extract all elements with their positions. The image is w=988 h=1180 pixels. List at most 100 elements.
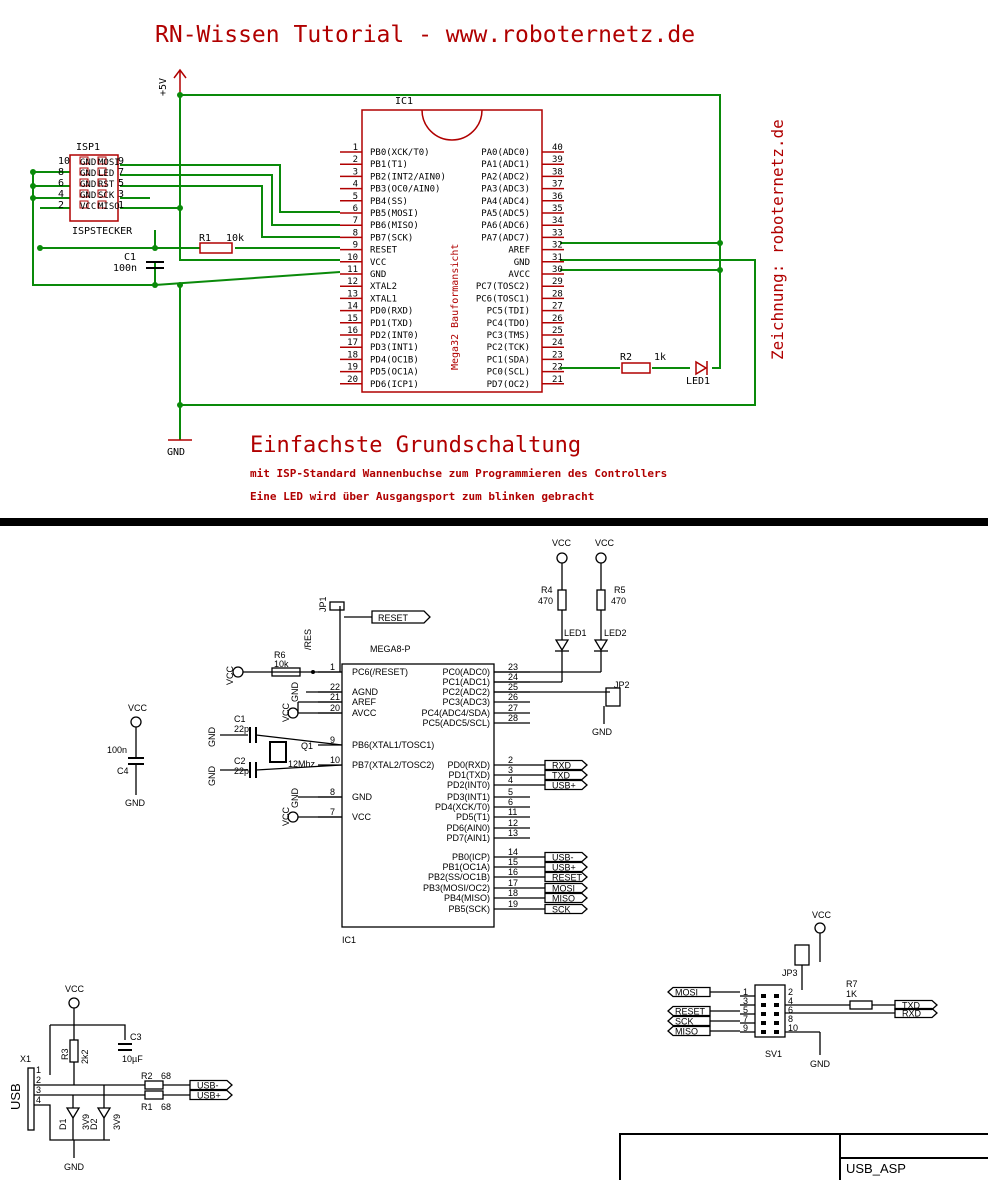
gnd-pin8: GND — [290, 788, 300, 809]
jp3-vcc: VCC — [812, 910, 832, 920]
sv1-pin-number: 3 — [743, 996, 748, 1006]
isp-pin-number: 3 — [118, 189, 124, 200]
ic1-pin-number: 13 — [347, 289, 358, 299]
isp-pin-number: 1 — [118, 200, 124, 211]
ic1-pin-name: AREF — [508, 246, 530, 256]
gnd-agnd: GND — [290, 682, 300, 703]
ic1-pin-number: 38 — [552, 167, 563, 177]
gnd-c1: GND — [207, 727, 217, 748]
net-flag: USB- — [552, 853, 574, 863]
r7-resistor — [849, 1000, 873, 1010]
c1-value: 22p — [234, 724, 249, 734]
mega8-pin-number: 18 — [508, 888, 518, 898]
r6-resistor — [271, 667, 301, 677]
ic1-pin-name: PC7(TOSC2) — [476, 282, 530, 292]
ic1-pin-name: RESET — [370, 246, 398, 256]
c4-gnd: GND — [125, 798, 146, 808]
isp-pin-number: 10 — [58, 156, 70, 167]
isp-pin-number: 4 — [58, 189, 64, 200]
ic1-pin-name: PB2(INT2/AIN0) — [370, 172, 446, 182]
x1-pin-number: 2 — [36, 1075, 41, 1085]
ic1-pin-number: 40 — [552, 143, 563, 153]
d1-value: 3V9 — [81, 1114, 91, 1130]
mega8-pin-number: 13 — [508, 828, 518, 838]
mega8-pin-name: AVCC — [352, 708, 377, 718]
ic1-pin-number: 20 — [347, 375, 358, 385]
ic1-pin-name: PD4(OC1B) — [370, 355, 419, 365]
mega8-body — [341, 663, 495, 928]
isp-pin-function: MISO — [98, 202, 120, 212]
jp2-gnd: GND — [592, 727, 613, 737]
sv1-label: SV1 — [765, 1049, 782, 1059]
res-label: /RES — [303, 629, 313, 650]
c1-label: C1 — [234, 714, 246, 724]
d2-value: 3V9 — [112, 1114, 122, 1130]
isp-pin-number: 9 — [118, 156, 124, 167]
isp-pin-function: LED — [98, 169, 114, 179]
mega8-pin-number: 10 — [330, 755, 340, 765]
net-flag: RXD — [902, 1009, 922, 1019]
ic1-pin-name: AVCC — [508, 270, 530, 280]
mega8-name: MEGA8-P — [370, 644, 411, 654]
sv1-connector — [754, 984, 786, 1038]
c4-vcc: VCC — [128, 703, 148, 713]
mega8-pin-number: 1 — [330, 662, 335, 672]
mega8-pin-name: PC4(ADC4/SDA) — [421, 708, 490, 718]
ic1-pin-name: PC0(SCL) — [487, 368, 530, 378]
usb-net-flags: USB-USB+ — [189, 1079, 233, 1101]
q1-crystal-icon — [269, 741, 287, 763]
ic1-pin-name: PB3(OC0/AIN0) — [370, 185, 440, 195]
r2-label: R2 — [620, 352, 632, 363]
ic1-pin-number: 24 — [552, 338, 563, 348]
mega8-pin-number: 22 — [330, 682, 340, 692]
mega8-pin-name: PD0(RXD) — [447, 760, 490, 770]
ic1-pin-name: VCC — [370, 258, 386, 268]
isp-pin-function: MOSI — [98, 158, 120, 168]
ic1-pin-name: PD2(INT0) — [370, 331, 419, 341]
ic1-pin-name: PB7(SCK) — [370, 233, 413, 243]
ic1-view-label: Mega32 Bauformansicht — [450, 244, 461, 370]
ic1-pin-number: 9 — [353, 241, 358, 251]
ic1-pin-number: 30 — [552, 265, 563, 275]
supply-label: +5V — [158, 78, 169, 96]
ic1-pin-number: 23 — [552, 350, 563, 360]
jp1-jumper — [329, 601, 345, 611]
isp-pin-number: 8 — [58, 167, 64, 178]
ic1-pin-number: 37 — [552, 180, 563, 190]
ic1-pin-name: PD0(RXD) — [370, 307, 413, 317]
ic1-pin-number: 17 — [347, 338, 358, 348]
mega8-pin-number: 24 — [508, 672, 518, 682]
ic1-pin-name: XTAL1 — [370, 294, 397, 304]
reset-flag — [371, 610, 431, 624]
ic1-pin-number: 25 — [552, 326, 563, 336]
r5-vcc-terminal-icon — [595, 552, 607, 564]
q1-value: 12Mhz — [288, 759, 316, 769]
ic1-pin-name: PA4(ADC4) — [481, 197, 530, 207]
isp-pin-function: GND — [80, 169, 96, 179]
subtitle-line-1: mit ISP-Standard Wannenbuchse zum Progra… — [250, 467, 667, 480]
ic1-pin-name: PC4(TDO) — [487, 319, 530, 329]
ic1-pin-number: 36 — [552, 192, 563, 202]
vcc-avcc: VCC — [281, 702, 291, 722]
net-flag: MOSI — [675, 988, 698, 998]
mega8-pin-name: PD6(AIN0) — [446, 823, 490, 833]
c3-value: 10µF — [122, 1054, 143, 1064]
mega8-pin-number: 14 — [508, 847, 518, 857]
r6-value: 10k — [274, 659, 289, 669]
sv1-pin-number: 6 — [788, 1005, 793, 1015]
led2-label: LED2 — [604, 628, 627, 638]
ic1-pin-name: PA3(ADC3) — [481, 185, 530, 195]
ic1-pin-number: 16 — [347, 326, 358, 336]
led1-icon — [554, 639, 570, 652]
ic1-pin-name: PD7(OC2) — [487, 380, 530, 390]
q1-label: Q1 — [301, 741, 313, 751]
usb-vcc-terminal-icon — [68, 997, 80, 1009]
ic1-pin-number: 8 — [353, 228, 358, 238]
sv1-pin-number: 7 — [743, 1014, 748, 1024]
mega8-ref: IC1 — [342, 935, 356, 945]
led1-label: LED1 — [564, 628, 587, 638]
